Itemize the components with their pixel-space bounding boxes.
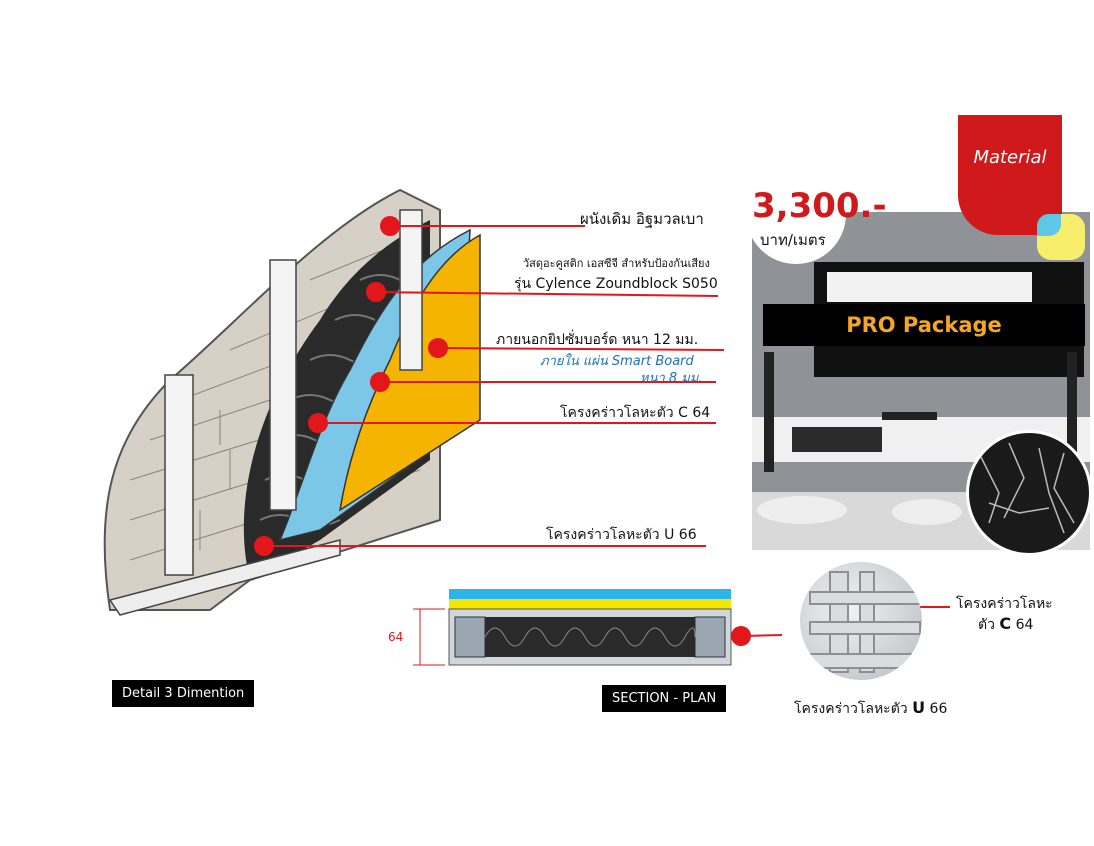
u66-label: โครงคร่าวโลหะตัว U 66 bbox=[546, 527, 697, 543]
corner-accent-blue bbox=[1037, 214, 1061, 236]
frame-c-label-line2: ตัว C 64 bbox=[978, 614, 1033, 636]
frame-c-label-line1: โครงคร่าวโลหะ bbox=[956, 596, 1053, 612]
frame-u-num: 66 bbox=[925, 701, 948, 717]
dimension-64-label: 64 bbox=[388, 630, 404, 644]
pro-package-banner: PRO Package bbox=[763, 304, 1085, 346]
smartboard-label-line2: หนา 8 มม. bbox=[640, 371, 703, 386]
section-plan-diagram bbox=[413, 589, 732, 666]
promo-room-photo bbox=[752, 212, 1090, 550]
price-unit: บาท/เมตร bbox=[760, 231, 826, 249]
frame-c-num: 64 bbox=[1011, 617, 1034, 633]
frame-u-label: โครงคร่าวโลหะตัว U 66 bbox=[794, 698, 947, 720]
acoustic-label-line2: รุ่น Cylence Zoundblock S050 bbox=[514, 276, 718, 292]
existing-wall-label: ผนังเดิม อิฐมวลเบา bbox=[580, 210, 704, 228]
c64-label: โครงคร่าวโลหะตัว C 64 bbox=[560, 405, 711, 421]
frame-c-prefix: ตัว bbox=[978, 617, 1000, 633]
price-text: 3,300.- bbox=[752, 186, 887, 226]
frame-u-letter: U bbox=[912, 698, 926, 717]
metal-frame-photo bbox=[800, 562, 922, 680]
acoustic-panel-photo bbox=[966, 430, 1092, 556]
section-plan-caption: SECTION - PLAN bbox=[602, 685, 727, 712]
wall-3d-diagram bbox=[103, 188, 481, 616]
smartboard-label-line1: ภายใน แผ่น Smart Board bbox=[540, 354, 694, 369]
detail-3d-caption: Detail 3 Dimention bbox=[112, 680, 255, 707]
frame-c-letter: C bbox=[999, 614, 1012, 633]
gypsum-label: ภายนอกยิปซั่มบอร์ด หนา 12 มม. bbox=[496, 332, 699, 348]
acoustic-label-line1: วัสดุอะคูสติก เอสซีจี สำหรับป้องกันเสียง bbox=[523, 257, 710, 270]
frame-u-prefix: โครงคร่าวโลหะตัว bbox=[794, 701, 913, 717]
